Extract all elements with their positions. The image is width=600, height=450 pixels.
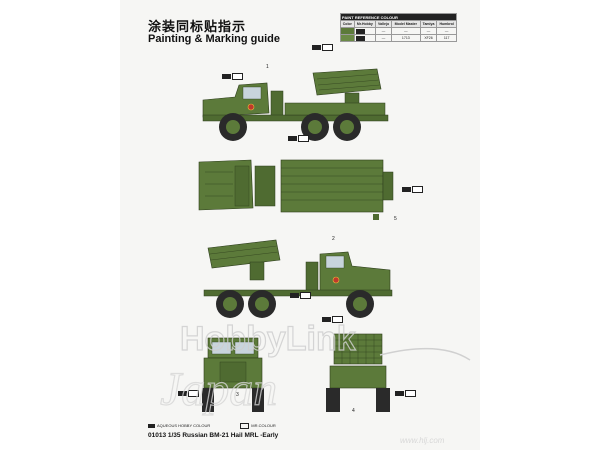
col-mrhobby: Mr.Hobby bbox=[353, 20, 377, 28]
truck-top-view bbox=[198, 159, 394, 220]
truck-right-side-view bbox=[203, 239, 393, 318]
title-english: Painting & Marking guide bbox=[148, 33, 281, 45]
color-callout bbox=[290, 292, 311, 299]
wheel bbox=[301, 113, 329, 141]
color-legend: AQUEOUS HOBBY COLOUR MR.COLOUR bbox=[148, 423, 276, 429]
paint-row: — 1713 XF26 117 bbox=[340, 34, 457, 42]
wheel bbox=[326, 388, 340, 412]
rocket-launcher-pod bbox=[312, 68, 382, 108]
color-callout bbox=[222, 73, 243, 80]
col-vallejo: Vallejo bbox=[375, 20, 392, 28]
callout-number: 1 bbox=[266, 64, 269, 70]
color-callout bbox=[178, 390, 199, 397]
wheel bbox=[216, 290, 244, 318]
paint-table-heading: PAINT REFERENCE COLOUR bbox=[340, 13, 457, 21]
footer-title: 01013 1/35 Russian BM-21 Hail MRL -Early bbox=[148, 432, 279, 439]
legend-aqueous-label: AQUEOUS HOBBY COLOUR bbox=[157, 423, 211, 428]
paint-tamiya: — bbox=[419, 27, 438, 35]
rocket-launcher-pod bbox=[207, 239, 281, 281]
paint-humbrol: 117 bbox=[436, 34, 457, 42]
truck-cab bbox=[319, 251, 391, 295]
legend-mrcolour-label: MR.COLOUR bbox=[251, 423, 276, 429]
wheel bbox=[252, 388, 264, 412]
watermark-url: www.hlj.com bbox=[400, 436, 445, 445]
truck-rear-view bbox=[326, 333, 390, 412]
truck-top-cab bbox=[198, 159, 254, 211]
wheel bbox=[346, 290, 374, 318]
paint-mrhobby bbox=[353, 27, 377, 35]
paint-vallejo: — bbox=[375, 27, 392, 35]
paint-tamiya: XF26 bbox=[419, 34, 438, 42]
wheel bbox=[202, 388, 214, 412]
paint-swatch bbox=[340, 34, 355, 42]
rocket-tubes-top bbox=[280, 159, 384, 213]
col-color: Color bbox=[340, 20, 355, 28]
legend-mrcolour: MR.COLOUR bbox=[240, 423, 276, 429]
wheel bbox=[333, 113, 361, 141]
paint-swatch bbox=[340, 27, 355, 35]
truck-front-view bbox=[202, 337, 264, 412]
paint-row: — — — — bbox=[340, 27, 457, 35]
legend-aqueous: AQUEOUS HOBBY COLOUR bbox=[148, 423, 210, 429]
callout-number: 5 bbox=[394, 216, 397, 222]
callout-number: 2 bbox=[332, 236, 335, 242]
color-callout bbox=[402, 186, 423, 193]
paint-modelmaster: 1713 bbox=[391, 34, 421, 42]
paint-vallejo: — bbox=[375, 34, 392, 42]
paint-modelmaster: — bbox=[391, 27, 421, 35]
col-humbrol: Humbrol bbox=[436, 20, 457, 28]
wheel bbox=[219, 113, 247, 141]
color-callout bbox=[288, 135, 309, 142]
instruction-sheet bbox=[120, 0, 480, 450]
title-chinese: 涂装同标贴指示 bbox=[148, 20, 247, 35]
color-callout bbox=[395, 390, 416, 397]
paint-mrhobby bbox=[353, 34, 377, 42]
color-callout bbox=[322, 316, 343, 323]
truck-left-side-view bbox=[202, 68, 389, 141]
wheel bbox=[376, 388, 390, 412]
truck-cab bbox=[202, 82, 270, 118]
callout-number: 3 bbox=[236, 392, 239, 398]
wheel bbox=[248, 290, 276, 318]
paint-humbrol: — bbox=[436, 27, 457, 35]
color-callout bbox=[312, 44, 333, 51]
callout-number: 4 bbox=[352, 408, 355, 414]
col-modelmaster: Model Master bbox=[391, 20, 421, 28]
paint-reference-table: PAINT REFERENCE COLOUR Color Mr.Hobby Va… bbox=[340, 13, 457, 42]
col-tamiya: Tamiya bbox=[419, 20, 438, 28]
